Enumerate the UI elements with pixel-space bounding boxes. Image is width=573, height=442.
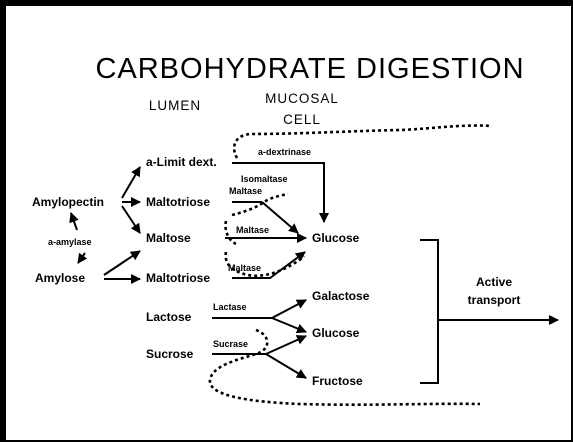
- mucosal-header: MUCOSAL: [265, 91, 339, 106]
- membrane-top: [232, 124, 493, 159]
- arrow-maltotriose-2-to-glucose: [232, 251, 306, 279]
- label-limit-dextrin: a-Limit dext.: [146, 155, 217, 169]
- arrow-lactose-to-glucose: [271, 317, 307, 334]
- label-maltase-3: Maltase: [228, 263, 261, 273]
- label-maltase-1: Maltase: [229, 186, 262, 196]
- label-sucrase: Sucrase: [213, 339, 248, 349]
- label-maltotriose-1: Maltotriose: [146, 195, 210, 209]
- label-galactose: Galactose: [312, 289, 370, 303]
- arrow-amylose-to-maltose: [103, 250, 141, 276]
- arrow-lactose-to-galactose: [271, 299, 307, 319]
- label-isomaltase: Isomaltase: [241, 174, 288, 184]
- arrow-sucrose-to-glucose: [265, 335, 307, 355]
- membrane-segment-maltotriose-2: [224, 251, 305, 278]
- arrow-sucrose-to-fructose: [265, 353, 307, 379]
- label-lactose: Lactose: [146, 310, 192, 324]
- cell-header: CELL: [283, 112, 321, 127]
- label-maltotriose-2: Maltotriose: [146, 271, 210, 285]
- membrane-bottom: [208, 328, 481, 406]
- arrow-amylase-to-amylose: [77, 252, 88, 264]
- transport-bracket: [420, 239, 439, 384]
- label-amylopectin: Amylopectin: [32, 195, 104, 209]
- label-fructose: Fructose: [312, 374, 363, 388]
- label-lactase: Lactase: [213, 302, 247, 312]
- arrow-amylopectin-to-limit-dextrin: [121, 166, 141, 199]
- label-alpha-amylase: a-amylase: [48, 237, 92, 247]
- arrow-amylase-to-amylopectin: [69, 212, 79, 231]
- label-active: Active: [476, 275, 512, 289]
- label-glucose-2: Glucose: [312, 326, 360, 340]
- label-maltase-2: Maltase: [236, 225, 269, 235]
- page-title: CARBOHYDRATE DIGESTION: [95, 53, 524, 85]
- arrow-amylopectin-to-maltose: [121, 205, 141, 234]
- label-amylose: Amylose: [35, 271, 85, 285]
- label-sucrose: Sucrose: [146, 347, 194, 361]
- label-a-dextrinase: a-dextrinase: [258, 147, 311, 157]
- lumen-header: LUMEN: [149, 98, 201, 113]
- label-transport: transport: [468, 293, 521, 307]
- arrow-dextrinase-to-glucose: [232, 162, 329, 223]
- membrane-segment-maltotriose: [231, 192, 289, 217]
- membrane-segment-maltose: [224, 220, 237, 246]
- arrow-maltotriose-to-glucose: [261, 201, 299, 234]
- label-glucose-1: Glucose: [312, 231, 360, 245]
- label-maltose: Maltose: [146, 231, 191, 245]
